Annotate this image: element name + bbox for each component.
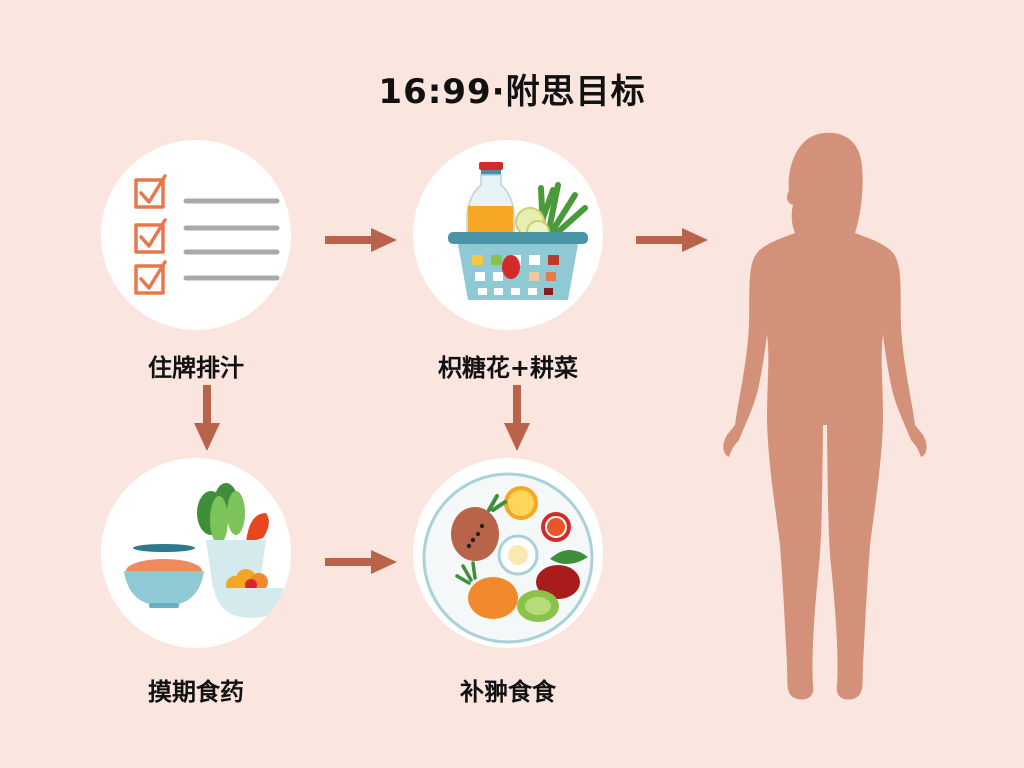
step-2-label: 枳糖花+耕菜	[437, 354, 579, 382]
step-1-circle	[101, 140, 291, 330]
arrow-right-icon	[325, 550, 397, 574]
checklist-icon	[134, 174, 280, 295]
arrow-right-icon	[325, 228, 397, 252]
arrow-down-icon	[504, 385, 530, 451]
grocery-basket-icon	[448, 162, 588, 300]
food-plate-icon	[422, 472, 594, 644]
female-silhouette-icon	[723, 132, 927, 700]
step-3-circle	[101, 458, 291, 648]
step-4-label: 补翀食食	[460, 678, 556, 706]
step-4-circle	[413, 458, 603, 648]
arrow-right-icon	[636, 228, 708, 252]
step-2-circle	[413, 140, 603, 330]
food-bowls-icon	[124, 483, 288, 618]
step-1-label: 住牌排汁	[148, 354, 244, 382]
step-3-label: 摸期食药	[148, 678, 244, 706]
arrow-down-icon	[194, 385, 220, 451]
page-title: 16:99·附思目标	[378, 72, 646, 112]
